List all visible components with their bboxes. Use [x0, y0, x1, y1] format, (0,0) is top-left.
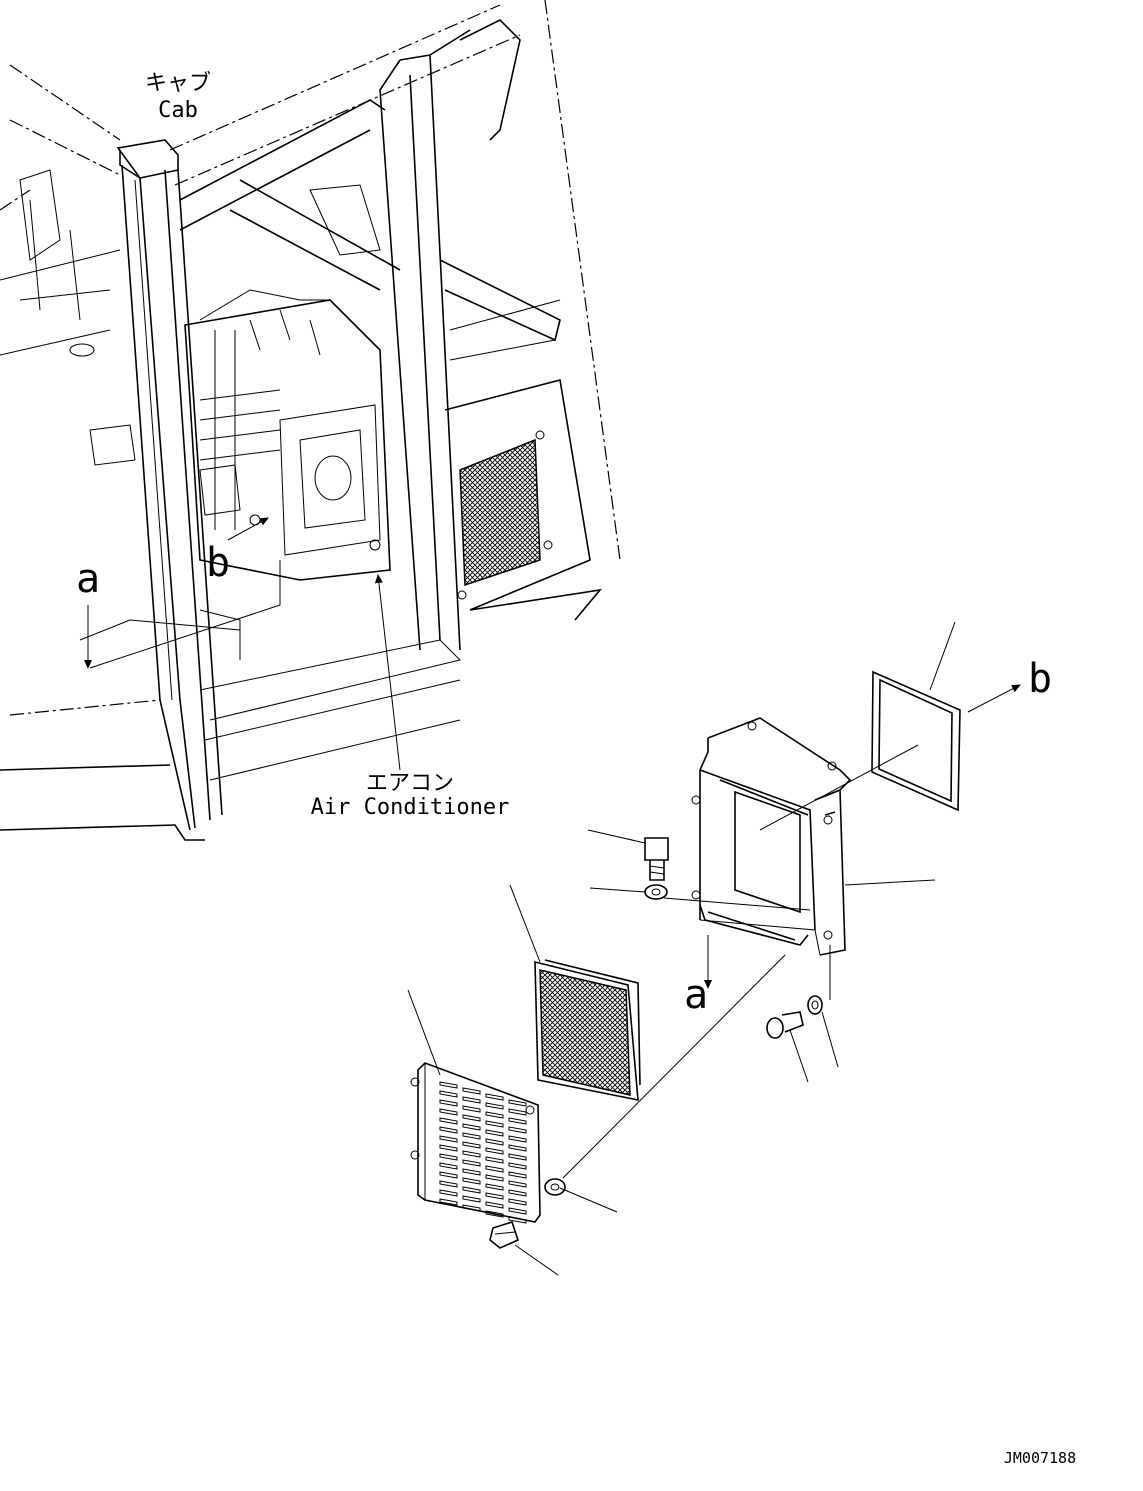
- bolt-washer-set-lower: [766, 945, 839, 1083]
- knob-washer-set: [489, 954, 786, 1276]
- louver-slot: [462, 1195, 481, 1203]
- view-b-indicator-right: b: [967, 656, 1052, 713]
- louver-slot: [508, 1108, 527, 1116]
- louver-slot: [508, 1216, 527, 1224]
- view-a-indicator-top: a: [76, 556, 281, 669]
- louver-slot: [485, 1210, 504, 1218]
- louver-slot: [439, 1198, 458, 1206]
- louver-slot: [439, 1126, 458, 1134]
- louver-slot: [508, 1207, 527, 1215]
- cover-louvers: [439, 1081, 527, 1224]
- louver-slot: [439, 1117, 458, 1125]
- bolt-washer-set-upper: [587, 829, 811, 911]
- louver-slot: [462, 1186, 481, 1194]
- louver-slot: [485, 1192, 504, 1200]
- louver-slot: [508, 1198, 527, 1206]
- louver-slot: [462, 1177, 481, 1185]
- louver-slot: [439, 1081, 458, 1089]
- louver-slot: [508, 1135, 527, 1143]
- louver-slot: [485, 1102, 504, 1110]
- louver-slot: [508, 1162, 527, 1170]
- ac-label-jp: エアコン: [366, 771, 454, 796]
- view-a-top-letter: a: [76, 556, 100, 602]
- louver-slot: [462, 1168, 481, 1176]
- view-a-bottom-letter: a: [684, 972, 708, 1018]
- louver-slot: [439, 1144, 458, 1152]
- louver-slot: [439, 1162, 458, 1170]
- louver-slot: [485, 1111, 504, 1119]
- view-b-top-letter: b: [206, 540, 230, 586]
- louver-slot: [508, 1171, 527, 1179]
- cab-label: キャブ Cab: [145, 71, 211, 123]
- ac-label-en: Air Conditioner: [311, 795, 510, 820]
- cab-label-en: Cab: [158, 98, 198, 123]
- louver-slot: [485, 1183, 504, 1191]
- louver-slot: [462, 1096, 481, 1104]
- louver-slot: [439, 1108, 458, 1116]
- louver-slot: [508, 1153, 527, 1161]
- louver-slot: [462, 1114, 481, 1122]
- mesh-filter: [509, 884, 641, 1101]
- louver-slot: [439, 1171, 458, 1179]
- cab-label-jp: キャブ: [145, 71, 211, 96]
- louver-slot: [462, 1087, 481, 1095]
- louver-slot: [485, 1138, 504, 1146]
- louver-slot: [485, 1147, 504, 1155]
- louver-slot: [462, 1141, 481, 1149]
- view-b-right-letter: b: [1028, 656, 1052, 702]
- louver-slot: [508, 1099, 527, 1107]
- louver-slot: [485, 1156, 504, 1164]
- louver-slot: [508, 1144, 527, 1152]
- louver-slot: [485, 1093, 504, 1101]
- air-conditioner-unit: [184, 289, 391, 581]
- louver-slot: [439, 1153, 458, 1161]
- view-b-indicator-top: b: [206, 517, 269, 586]
- louver-slot: [462, 1123, 481, 1131]
- louver-slot: [485, 1120, 504, 1128]
- louver-slot: [439, 1189, 458, 1197]
- view-a-indicator-bottom: a: [684, 935, 712, 1018]
- louver-slot: [439, 1135, 458, 1143]
- louver-slot: [508, 1180, 527, 1188]
- air-conditioner-label: エアコン Air Conditioner: [311, 574, 510, 820]
- louver-slot: [462, 1150, 481, 1158]
- louver-slot: [508, 1126, 527, 1134]
- louver-slot: [462, 1132, 481, 1140]
- louver-slot: [485, 1129, 504, 1137]
- louver-slot: [485, 1165, 504, 1173]
- louver-slot: [439, 1180, 458, 1188]
- louvered-cover: [407, 989, 541, 1224]
- gasket-frame: [871, 621, 961, 812]
- drawing-number: JM007188: [1004, 1449, 1076, 1467]
- duct-housing: [691, 717, 919, 956]
- louver-slot: [485, 1201, 504, 1209]
- louver-slot: [508, 1189, 527, 1197]
- louver-slot: [462, 1105, 481, 1113]
- louver-slot: [508, 1117, 527, 1125]
- louver-slot: [439, 1099, 458, 1107]
- louver-slot: [462, 1204, 481, 1212]
- cab-assembly: [0, 0, 621, 841]
- louver-slot: [485, 1174, 504, 1182]
- louver-slot: [462, 1159, 481, 1167]
- bracket-leader: [844, 879, 936, 886]
- louver-slot: [439, 1090, 458, 1098]
